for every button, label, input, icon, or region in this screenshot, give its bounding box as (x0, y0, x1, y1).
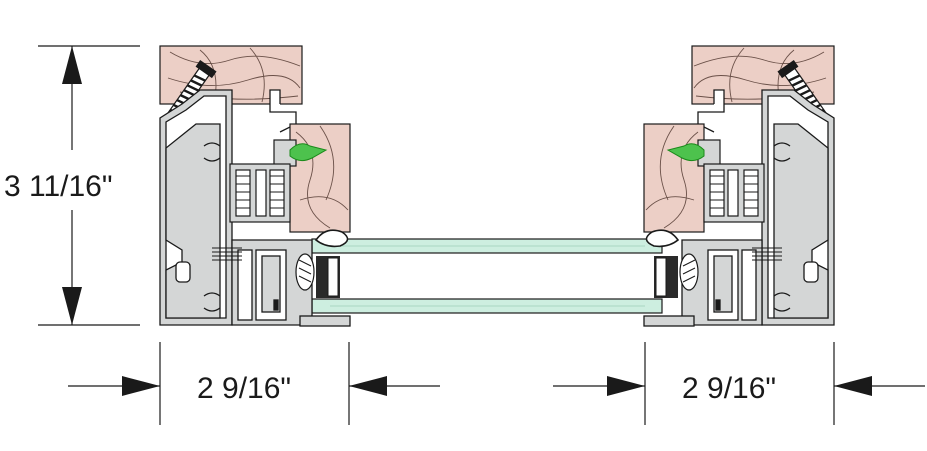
right-frame-section (643, 45, 835, 327)
left-wood-sash (273, 123, 351, 233)
right-wood-sash (643, 123, 721, 233)
left-width-dimension (68, 342, 440, 425)
left-width-label: 2 9/16" (197, 372, 291, 405)
right-aluminum-frame (761, 89, 835, 326)
right-green-seal (666, 143, 705, 162)
right-weatherstrip (703, 163, 765, 223)
height-arrow-bottom (62, 287, 82, 325)
insulated-glass-unit (311, 238, 663, 314)
left-sash-frame (231, 89, 351, 327)
right-width-dimension (553, 342, 925, 425)
right-brush-seal (752, 247, 782, 261)
left-arrow-a (122, 376, 160, 396)
right-glazing-gasket (645, 229, 699, 298)
right-arrow-b (834, 376, 872, 396)
right-width-label: 2 9/16" (682, 372, 776, 405)
right-arrow-a (607, 376, 645, 396)
left-green-seal (289, 143, 328, 162)
left-arrow-b (349, 376, 387, 396)
left-weatherstrip (229, 163, 291, 223)
right-sash-frame (643, 89, 763, 327)
left-brush-seal (212, 247, 242, 261)
left-frame-section (159, 45, 351, 327)
height-dimension (38, 45, 140, 326)
left-aluminum-frame (159, 89, 233, 326)
height-arrow-top (62, 46, 82, 84)
height-dimension-label: 3 11/16" (4, 170, 113, 203)
left-glazing-gasket (295, 229, 349, 298)
